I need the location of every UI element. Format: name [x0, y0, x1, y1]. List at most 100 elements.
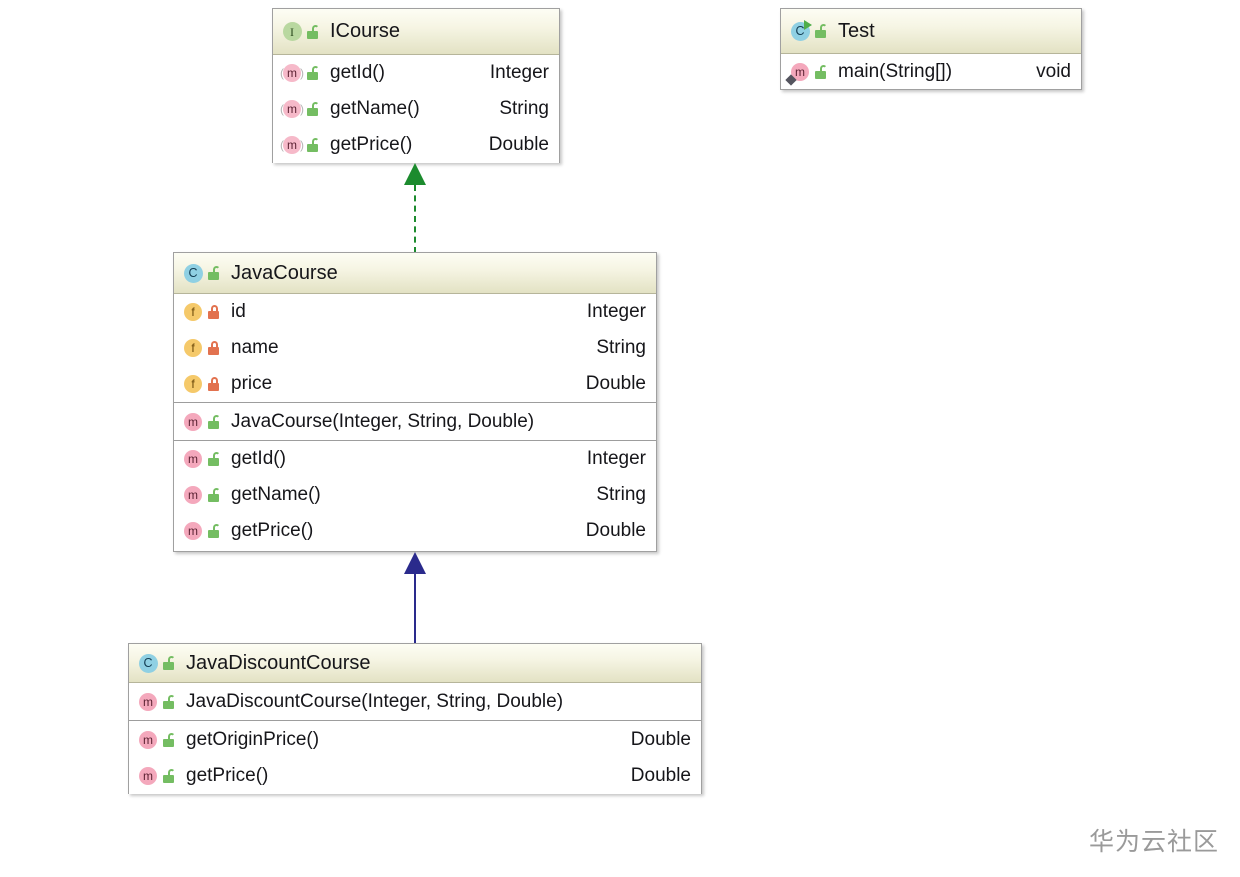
class-header-icourse[interactable]: I ICourse — [273, 9, 559, 55]
watermark-label: 华为云社区 — [1089, 827, 1220, 856]
member-type: Double — [630, 728, 691, 750]
member-type: String — [596, 337, 646, 358]
member-type: void — [1036, 60, 1071, 82]
member-name: price — [231, 373, 273, 394]
abstract-method-icon: (m) — [280, 64, 304, 82]
method-icon: m — [182, 411, 204, 433]
method-icon: m — [182, 520, 204, 542]
member-row[interactable]: m getPrice() Double — [129, 758, 701, 794]
member-type: Double — [585, 373, 646, 394]
public-unlock-icon — [306, 101, 321, 117]
member-name: JavaCourse(Integer, String, Double) — [231, 410, 535, 432]
public-unlock-icon — [162, 694, 177, 710]
member-name: JavaDiscountCourse(Integer, String, Doub… — [186, 690, 564, 712]
realization-line — [414, 185, 416, 253]
member-name: getId() — [231, 448, 286, 469]
method-icon: m — [137, 691, 159, 713]
class-name-label: JavaCourse — [231, 261, 338, 284]
class-header-test[interactable]: C Test — [781, 9, 1081, 54]
method-icon: m — [182, 448, 204, 470]
member-name: getId() — [330, 62, 385, 83]
private-lock-icon — [207, 340, 222, 356]
uml-class-javadiscountcourse[interactable]: C JavaDiscountCourse m JavaDiscountCours… — [128, 643, 702, 794]
relation-generalization — [380, 552, 450, 644]
realization-arrowhead — [404, 163, 426, 185]
private-lock-icon — [207, 304, 222, 320]
member-row[interactable]: m getOriginPrice() Double — [129, 721, 701, 758]
class-name-label: ICourse — [330, 20, 401, 42]
class-header-javacourse[interactable]: C JavaCourse — [174, 253, 656, 294]
member-name: getName() — [231, 484, 321, 505]
abstract-method-icon: (m) — [280, 136, 304, 154]
member-name: id — [231, 301, 246, 322]
method-icon: m — [137, 765, 159, 787]
member-row[interactable]: m main(String[]) void — [781, 54, 1081, 89]
member-name: name — [231, 337, 279, 358]
member-name: getName() — [330, 98, 420, 119]
public-unlock-icon — [162, 655, 177, 671]
member-type: Double — [585, 520, 646, 541]
method-icon: m — [182, 484, 204, 506]
interface-icon: I — [281, 21, 303, 43]
public-unlock-icon — [306, 24, 321, 40]
member-type: Integer — [586, 301, 646, 322]
member-row[interactable]: f price Double — [174, 366, 656, 402]
public-unlock-icon — [207, 265, 222, 281]
class-header-javadiscountcourse[interactable]: C JavaDiscountCourse — [129, 644, 701, 683]
field-section: f id Integer f name String f price Doubl… — [174, 294, 656, 402]
public-unlock-icon — [162, 768, 177, 784]
uml-class-icourse[interactable]: I ICourse (m) getId() Integer (m) getNam… — [272, 8, 560, 163]
member-name: main(String[]) — [838, 60, 953, 82]
public-unlock-icon — [207, 414, 222, 430]
member-row[interactable]: f name String — [174, 330, 656, 366]
uml-class-javacourse[interactable]: C JavaCourse f id Integer f name String … — [173, 252, 657, 552]
method-icon: m — [137, 729, 159, 751]
member-type: Integer — [489, 62, 549, 83]
abstract-method-icon: (m) — [280, 100, 304, 118]
member-row[interactable]: f id Integer — [174, 294, 656, 330]
runnable-class-icon: C — [789, 20, 812, 42]
static-method-icon: m — [785, 61, 811, 86]
member-name: getPrice() — [186, 765, 269, 786]
member-row[interactable]: (m) getName() String — [273, 91, 559, 127]
generalization-arrowhead — [404, 552, 426, 574]
uml-class-test[interactable]: C Test m main(String[]) void — [780, 8, 1082, 90]
member-row[interactable]: (m) getPrice() Double — [273, 127, 559, 163]
method-section: m getOriginPrice() Double m getPrice() D… — [129, 720, 701, 794]
member-row[interactable]: m JavaDiscountCourse(Integer, String, Do… — [129, 683, 701, 720]
public-unlock-icon — [207, 523, 222, 539]
public-unlock-icon — [207, 487, 222, 503]
public-unlock-icon — [814, 64, 829, 80]
member-type: Double — [488, 134, 549, 155]
member-type: Integer — [586, 448, 646, 469]
field-icon: f — [182, 301, 204, 323]
member-row[interactable]: m getPrice() Double — [174, 513, 656, 549]
member-name: getOriginPrice() — [186, 728, 320, 750]
member-section: (m) getId() Integer (m) getName() String… — [273, 55, 559, 163]
member-type: Double — [630, 765, 691, 786]
member-row[interactable]: m JavaCourse(Integer, String, Double) — [174, 403, 656, 440]
member-type: String — [499, 98, 549, 119]
field-icon: f — [182, 373, 204, 395]
member-row[interactable]: m getId() Integer — [174, 441, 656, 477]
class-name-label: JavaDiscountCourse — [186, 651, 371, 674]
class-name-label: Test — [838, 19, 875, 42]
member-section: m main(String[]) void — [781, 54, 1081, 89]
member-name: getPrice() — [231, 520, 314, 541]
constructor-section: m JavaCourse(Integer, String, Double) — [174, 402, 656, 440]
member-row[interactable]: (m) getId() Integer — [273, 55, 559, 91]
method-section: m getId() Integer m getName() String m g… — [174, 440, 656, 549]
constructor-section: m JavaDiscountCourse(Integer, String, Do… — [129, 683, 701, 720]
member-row[interactable]: m getName() String — [174, 477, 656, 513]
field-icon: f — [182, 337, 204, 359]
class-icon: C — [137, 652, 159, 674]
member-type: String — [596, 484, 646, 505]
public-unlock-icon — [814, 23, 829, 39]
member-name: getPrice() — [330, 134, 413, 155]
public-unlock-icon — [306, 65, 321, 81]
private-lock-icon — [207, 376, 222, 392]
class-icon: C — [182, 262, 204, 284]
public-unlock-icon — [306, 137, 321, 153]
public-unlock-icon — [207, 451, 222, 467]
public-unlock-icon — [162, 732, 177, 748]
